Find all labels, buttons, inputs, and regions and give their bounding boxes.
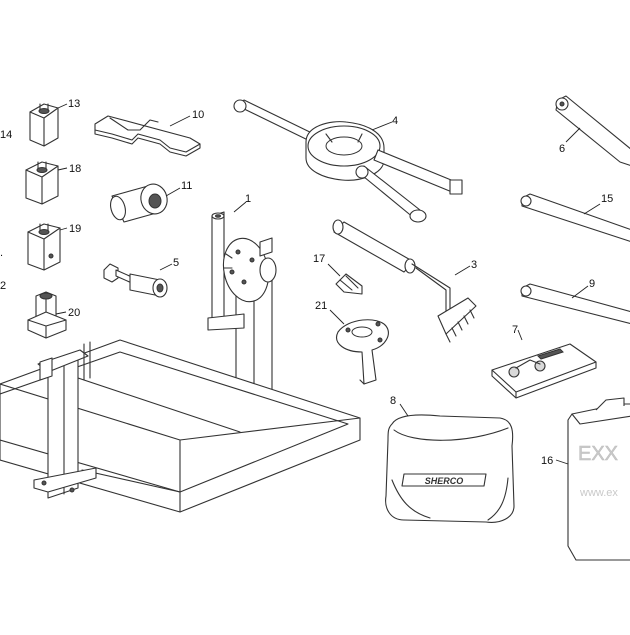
label-16: 16 [541,455,553,467]
label-1: 1 [245,193,251,205]
part-21-holder-plate [336,319,389,385]
label-4: 4 [392,115,398,127]
label-6: 6 [559,143,565,155]
label-19: 19 [69,223,81,235]
part-19-split-block [27,223,61,271]
label-18: 18 [69,163,81,175]
svg-text:.: . [0,247,3,259]
label-8: 8 [390,395,396,407]
label-14: 14 [0,129,12,141]
part-15-flat-bar [520,193,630,242]
label-15: 15 [601,193,613,205]
part-7-manual-booklet [491,343,597,399]
part-9-flat-bar [520,283,630,325]
case-brand-text: EXX [578,443,618,465]
part-3-comb-tool [332,219,477,343]
part-16-tool-case: EXX www.ex [567,397,630,561]
part-4-nut-wrench [233,99,463,223]
case-url-text: www.ex [579,487,618,499]
part-11-sleeve-tool [110,183,168,223]
label-2: 2 [0,280,6,292]
part-17-connector [335,273,363,295]
bag-brand-text: SHERCO [425,476,464,486]
label-9: 9 [589,278,595,290]
part-13-split-block [29,103,59,147]
label-10: 10 [192,109,204,121]
label-13: 13 [68,98,80,110]
label-11: 11 [181,180,192,192]
label-21: 21 [315,300,327,312]
part-10-fork-plate [94,115,201,157]
part-8-tool-bag: SHERCO [385,414,515,523]
stand-tray [0,339,361,513]
part-1-engine-stand [207,211,277,393]
label-5: 5 [173,257,179,269]
part-5-puller-bolt [103,263,168,298]
label-17: 17 [313,253,325,265]
label-20: 20 [68,307,80,319]
part-6-flat-wrench [555,95,630,166]
part-20-hex-adapter [27,291,67,339]
part-18-split-block [25,161,59,205]
label-7: 7 [512,324,518,336]
label-3: 3 [471,259,477,271]
